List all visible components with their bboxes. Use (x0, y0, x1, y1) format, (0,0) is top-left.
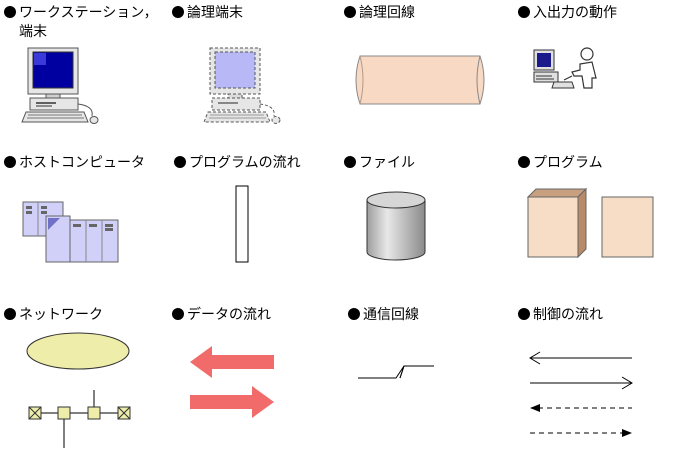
legend-label-host-computer: ホストコンピュータ (4, 155, 145, 172)
legend-label-data-flow: データの流れ (172, 307, 271, 324)
logical-terminal-icon (203, 47, 281, 124)
io-operation-icon (533, 47, 597, 89)
legend-label-program-flow: プログラムの流れ (174, 155, 301, 172)
legend-label-logical-line: 論理回線 (344, 5, 415, 22)
legend-label-control-flow: 制御の流れ (518, 307, 603, 324)
legend-label-file: ファイル (344, 155, 415, 172)
bullet-icon (172, 308, 184, 320)
bullet-icon (518, 6, 530, 18)
bullet-icon (172, 6, 184, 18)
host-computer-icon (22, 201, 119, 263)
comm-line-icon (358, 365, 434, 379)
bullet-icon (344, 6, 356, 18)
workstation-icon (21, 47, 99, 124)
legend-label-network: ネットワーク (4, 307, 103, 324)
legend-label-io-operation: 入出力の動作 (518, 5, 617, 22)
network-icon (26, 332, 131, 448)
logical-line-pipe-icon (355, 55, 485, 105)
bullet-icon (518, 156, 530, 168)
bullet-icon (174, 156, 186, 168)
legend-label-workstation: ワークステーション， (4, 5, 158, 22)
bullet-icon (4, 308, 16, 320)
legend-label-program: プログラム (518, 155, 603, 172)
legend-label-workstation-line2: 端末 (19, 24, 47, 40)
bullet-icon (344, 156, 356, 168)
bullet-icon (518, 308, 530, 320)
control-flow-arrows-icon (529, 351, 633, 437)
program-icon (526, 187, 654, 259)
data-flow-arrows-icon (190, 346, 274, 418)
program-flow-icon (235, 185, 249, 263)
legend-label-comm-line: 通信回線 (348, 307, 419, 324)
file-cylinder-icon (366, 191, 426, 261)
legend-label-logical-terminal: 論理端末 (172, 5, 243, 22)
bullet-icon (4, 156, 16, 168)
bullet-icon (348, 308, 360, 320)
bullet-icon (4, 6, 16, 18)
